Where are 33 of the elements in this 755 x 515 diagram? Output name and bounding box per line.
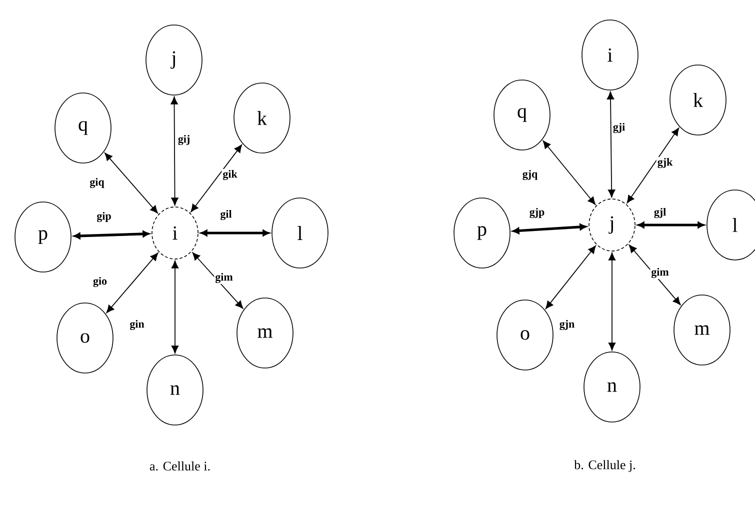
edge-label: gjk [656, 156, 674, 170]
edge-label: giq [88, 176, 106, 190]
edge-label: gip [96, 210, 112, 224]
arrow [171, 260, 179, 354]
arrow [626, 128, 680, 204]
arrow [192, 252, 244, 309]
edge-label: gij [176, 134, 192, 146]
arrow [542, 140, 596, 205]
caption: b. Cellule j. [574, 460, 636, 472]
caption: a. Cellule i. [150, 461, 210, 471]
edge-label: gjl [652, 206, 668, 220]
arrow [638, 222, 704, 228]
arrow [74, 230, 150, 240]
edge-label: gil [219, 208, 233, 222]
arrow [104, 152, 158, 214]
edge-label: gio [92, 276, 108, 288]
edge-label: gin [128, 318, 146, 332]
edge-label: gik [222, 168, 238, 182]
edge-label: gjq [521, 168, 539, 182]
arrow [606, 92, 616, 198]
edge-label: gji [612, 122, 626, 134]
arrow [628, 244, 681, 306]
edge-label: gjp [528, 206, 546, 220]
arrow [170, 96, 178, 206]
edge-label: gjn [558, 318, 576, 332]
edge-label: gim [214, 272, 234, 284]
arrow [200, 230, 270, 236]
arrow [608, 252, 616, 350]
arrow [512, 224, 586, 234]
edge-label: gim [650, 266, 670, 280]
arrow [106, 252, 158, 314]
arrow [190, 144, 242, 212]
arrow [545, 245, 596, 309]
